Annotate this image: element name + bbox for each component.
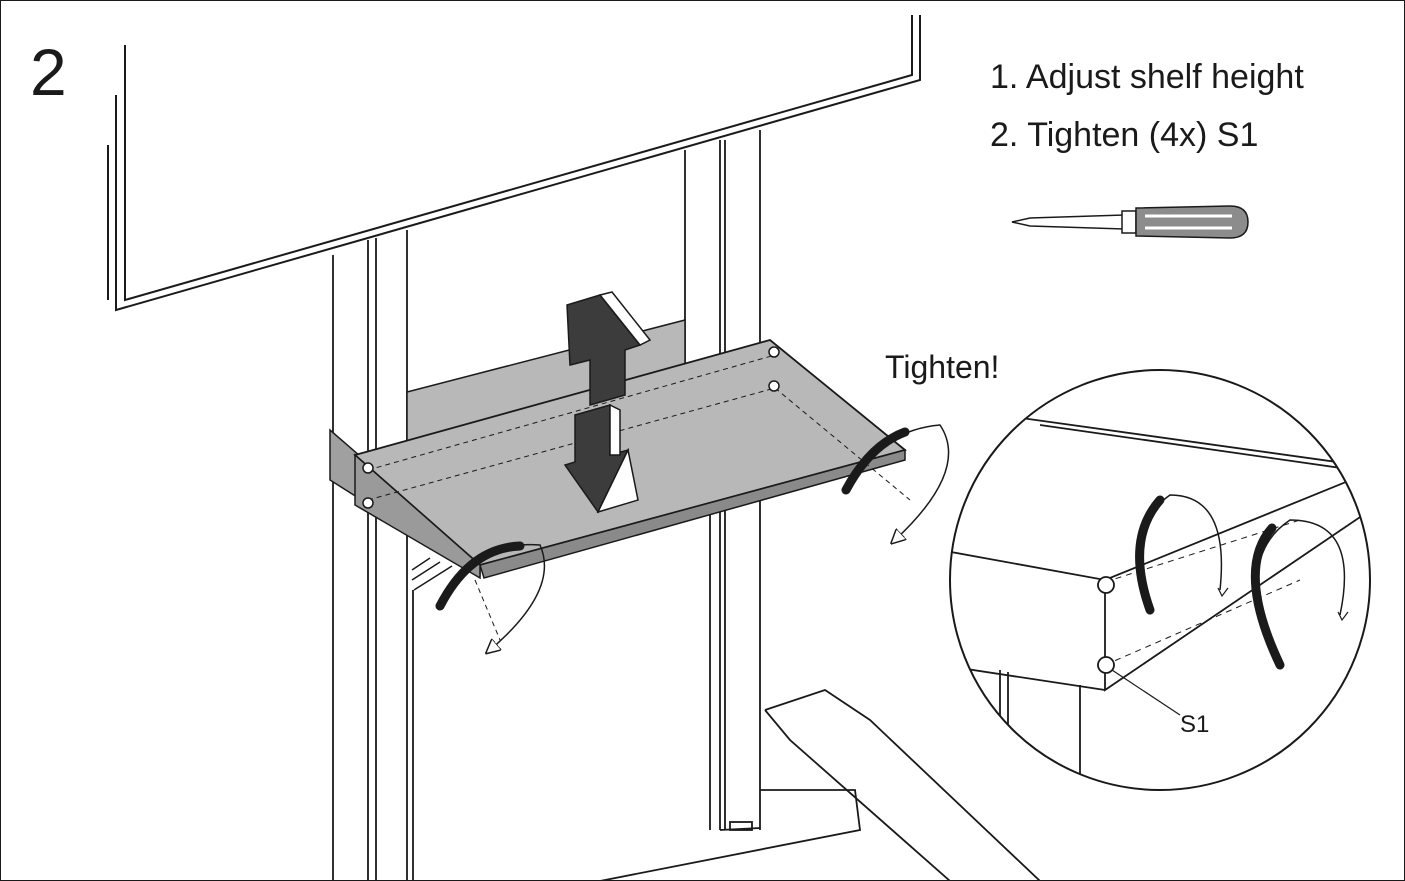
leader-line — [1111, 669, 1181, 716]
screw-s1-detail — [1097, 576, 1115, 594]
down-arrow-icon — [563, 403, 639, 514]
tighten-callout: Tighten! — [885, 349, 999, 385]
stand-base — [599, 689, 1041, 881]
shelf — [329, 339, 911, 591]
zoom-detail: S1 — [949, 369, 1371, 791]
screw-s1 — [768, 346, 780, 358]
screw-s1 — [768, 380, 780, 392]
screwdriver-icon — [1011, 205, 1249, 239]
rotate-arrow-icon — [435, 424, 950, 650]
s1-label: S1 — [1180, 711, 1209, 738]
screw-s1 — [362, 462, 374, 474]
up-arrow-icon — [566, 291, 652, 406]
step-number: 2 — [30, 35, 67, 109]
screw-s1-detail — [1097, 656, 1115, 674]
instruction-1: 1. Adjust shelf height — [990, 58, 1304, 96]
display-panel — [107, 15, 921, 312]
screw-s1 — [362, 497, 374, 509]
instruction-2: 2. Tighten (4x) S1 — [990, 116, 1258, 154]
